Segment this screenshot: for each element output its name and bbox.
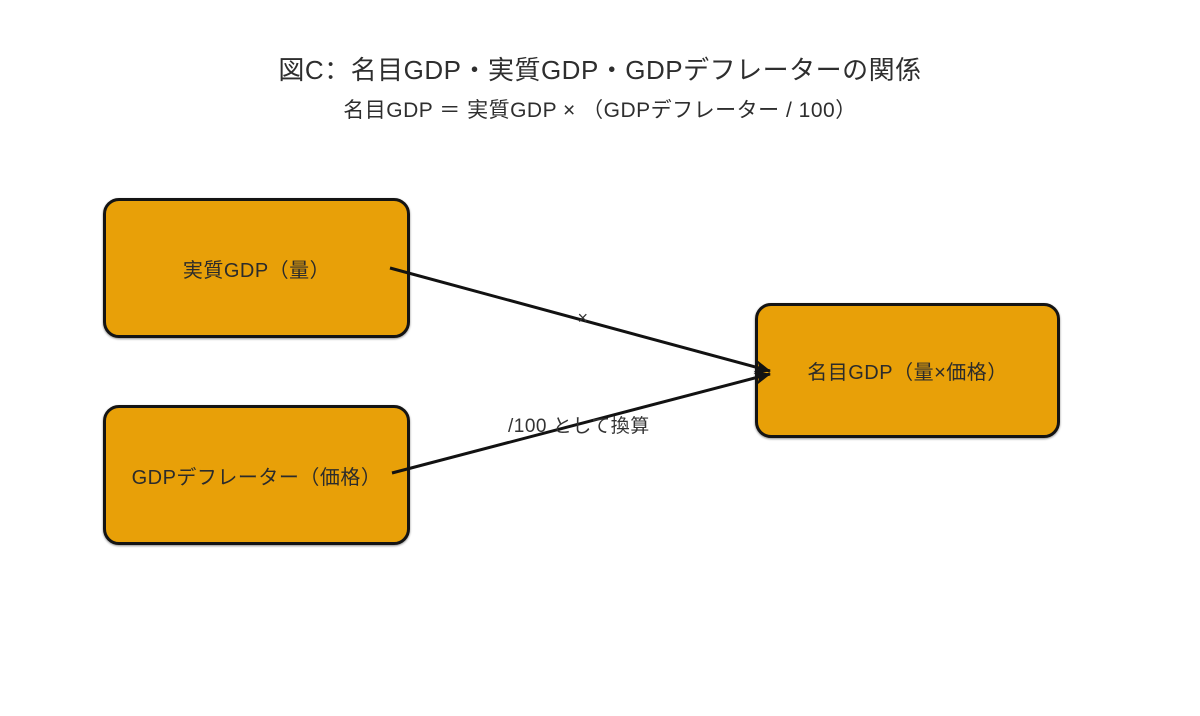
node-real-gdp: 実質GDP（量） [103, 198, 410, 338]
formula-subtitle: 名目GDP ＝ 実質GDP × （GDPデフレーター / 100） [343, 99, 857, 122]
node-nominal-gdp-label: 名目GDP（量×価格） [807, 362, 1008, 384]
page-title: 図C：名目GDP・実質GDP・GDPデフレーターの関係 [278, 55, 922, 85]
node-real-gdp-label: 実質GDP（量） [182, 259, 331, 282]
arrow-multiply [389, 266, 771, 374]
edge-label-convert: /100 として換算 [508, 415, 650, 437]
node-gdp-deflator-label: GDPデフレーター（価格） [131, 466, 382, 489]
node-nominal-gdp: 名目GDP（量×価格） [755, 303, 1060, 438]
edge-label-multiply-icon: × [577, 308, 588, 328]
arrow-convert [391, 371, 771, 475]
node-gdp-deflator: GDPデフレーター（価格） [103, 405, 410, 545]
